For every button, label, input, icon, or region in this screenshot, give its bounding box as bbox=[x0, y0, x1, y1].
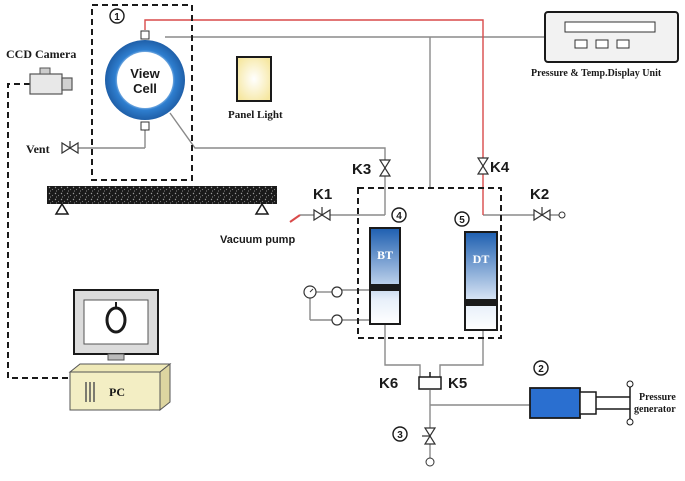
dt-cylinder: DT bbox=[464, 231, 498, 331]
base-bar bbox=[47, 186, 277, 215]
marker-1: 1 bbox=[109, 8, 125, 24]
view-cell-label-1: View bbox=[130, 66, 160, 81]
svg-text:4: 4 bbox=[396, 211, 402, 222]
k3-label: K3 bbox=[352, 161, 371, 178]
gauge-icons bbox=[303, 285, 343, 326]
marker-4: 4 bbox=[391, 207, 407, 223]
camera-pc-link bbox=[7, 83, 70, 379]
red-line bbox=[144, 19, 484, 215]
cylinder-enclosure bbox=[357, 187, 502, 339]
bt-label: BT bbox=[377, 248, 393, 262]
display-unit-icon bbox=[544, 11, 679, 63]
pc-label: PC bbox=[109, 385, 125, 399]
view-cell: View Cell bbox=[105, 30, 185, 131]
svg-text:2: 2 bbox=[538, 364, 544, 375]
ccd-camera-icon bbox=[29, 67, 73, 95]
k6-label: K6 bbox=[379, 375, 398, 392]
k4-label: K4 bbox=[490, 159, 510, 176]
panel-light-label: Panel Light bbox=[228, 109, 283, 121]
k1-label: K1 bbox=[313, 186, 332, 203]
pressure-generator-label-2: generator bbox=[634, 404, 676, 415]
vacuum-pump-label: Vacuum pump bbox=[220, 234, 295, 246]
panel-light-icon bbox=[236, 56, 272, 102]
dt-label: DT bbox=[473, 252, 490, 266]
k2-valve-icon bbox=[533, 207, 566, 222]
svg-text:1: 1 bbox=[114, 12, 120, 23]
k3-valve-icon bbox=[378, 159, 392, 177]
k4-valve-icon bbox=[476, 157, 490, 175]
pressure-generator-label-1: Pressure bbox=[639, 392, 676, 403]
bt-cylinder: BT bbox=[369, 227, 401, 325]
bottom-valve-icon bbox=[422, 427, 437, 467]
view-cell-enclosure bbox=[91, 4, 193, 181]
view-cell-label-2: Cell bbox=[133, 81, 157, 96]
k1-valve-icon bbox=[313, 207, 331, 222]
pc-icon bbox=[68, 289, 172, 412]
ccd-camera-label: CCD Camera bbox=[6, 47, 76, 61]
k5-label: K5 bbox=[448, 375, 467, 392]
vent-valve-icon bbox=[61, 141, 79, 155]
svg-text:5: 5 bbox=[459, 215, 465, 226]
marker-3: 3 bbox=[392, 426, 408, 442]
marker-5: 5 bbox=[454, 211, 470, 227]
k2-label: K2 bbox=[530, 186, 549, 203]
vent-label: Vent bbox=[26, 142, 50, 156]
svg-text:3: 3 bbox=[397, 430, 403, 441]
marker-2: 2 bbox=[533, 360, 549, 376]
pressure-generator-icon bbox=[529, 380, 634, 426]
vacuum-pump-line bbox=[289, 214, 301, 223]
k6-k5-valve-icon bbox=[418, 372, 442, 390]
display-unit-label: Pressure & Temp.Display Unit bbox=[531, 68, 662, 79]
